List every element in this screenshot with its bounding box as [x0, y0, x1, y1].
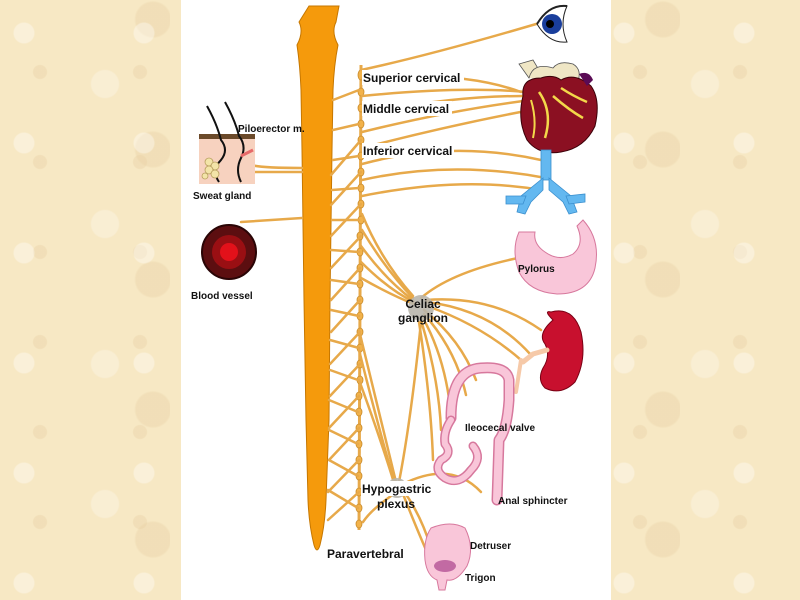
sympathetic-chain [355, 64, 365, 531]
label-superior-cervical: Superior cervical [363, 71, 460, 85]
label-blood-vessel: Blood vessel [191, 291, 253, 302]
bronchi-icon [505, 149, 586, 215]
blood-vessel-icon [201, 224, 257, 280]
celiac-ganglion [408, 295, 434, 321]
label-celiac: Celiac [405, 297, 441, 311]
label-ganglion: ganglion [398, 311, 448, 325]
label-plexus: plexus [377, 497, 415, 511]
label-layer: Superior cervical Middle cervical Inferi… [191, 70, 568, 584]
label-ileocecal-valve: Ileocecal valve [465, 423, 535, 434]
label-middle-cervical: Middle cervical [363, 102, 449, 116]
label-detruser: Detruser [470, 541, 511, 552]
stomach-icon [514, 219, 597, 295]
eye-icon [536, 4, 568, 43]
label-trigon: Trigon [465, 573, 496, 584]
spinal-cord [296, 5, 340, 551]
intestines-icon [433, 362, 515, 506]
sympathetic-nervous-system-diagram: Superior cervical Middle cervical Inferi… [191, 4, 598, 591]
nerve-fibers [239, 20, 548, 574]
label-sweat-gland: Sweat gland [193, 191, 251, 202]
label-anal-sphincter: Anal sphincter [498, 496, 568, 507]
label-inferior-cervical: Inferior cervical [363, 144, 452, 158]
bladder-icon [424, 523, 471, 591]
label-paravertebral: Paravertebral [327, 547, 404, 561]
diagram-panel: Superior cervical Middle cervical Inferi… [181, 0, 611, 600]
kidney-icon [514, 310, 584, 394]
heart-icon [518, 59, 598, 154]
label-piloerector: Piloerector m. [238, 124, 305, 135]
skin-hair-icon [199, 101, 255, 184]
label-pylorus: Pylorus [518, 264, 555, 275]
label-hypogastric: Hypogastric [362, 482, 432, 496]
